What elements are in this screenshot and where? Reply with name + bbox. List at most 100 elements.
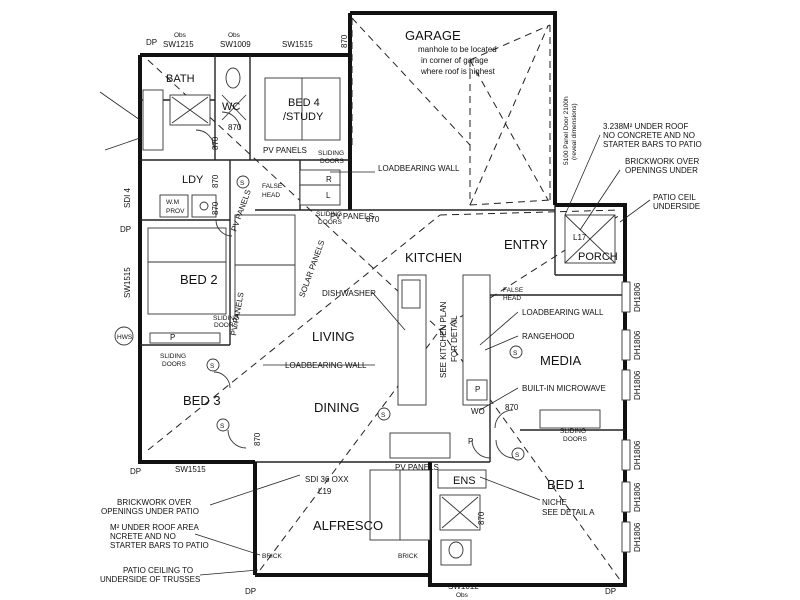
kitchen-plan-label: SEE KITCHEN PLAN <box>439 301 448 378</box>
false-head-2b: HEAD <box>503 295 521 302</box>
panel-door-sub: (reveal dimensions) <box>571 103 578 160</box>
garage-note-3: where roof is highest <box>420 67 496 76</box>
dimension-labels: 870 870 870 870 870 870 870 870 870 <box>211 34 519 525</box>
sliding-doors-4a: SLIDING <box>160 353 186 360</box>
dishwasher-label: DISHWASHER <box>322 289 376 298</box>
annotations: manhole to be located in corner of garag… <box>100 32 702 599</box>
dim-870-9: 870 <box>477 511 486 525</box>
r-label: R <box>326 175 332 184</box>
room-labels: GARAGE BATH WC BED 4 /STUDY LDY BED 2 BE… <box>166 28 618 533</box>
prov-label: PROV <box>166 208 185 215</box>
window-dh1806-3: DH1806 <box>633 370 642 400</box>
sliding-doors-2b: DOORS <box>318 219 343 226</box>
sliding-doors-4b: DOORS <box>162 361 187 368</box>
room-bed1: BED 1 <box>547 477 585 492</box>
window-sw1215: SW1215 <box>163 40 194 49</box>
under-roof-top-2: NO CONCRETE AND NO <box>603 131 695 140</box>
room-entry: ENTRY <box>504 237 548 252</box>
s-label-6: S <box>381 412 386 419</box>
s-label-4: S <box>513 350 518 357</box>
garage-note-2: in corner of garage <box>421 56 489 65</box>
dim-870-8: 870 <box>505 403 519 412</box>
room-wc: WC <box>222 101 240 113</box>
patio-ceil-bottom-2: UNDERSIDE OF TRUSSES <box>100 575 200 584</box>
p-label-3: P <box>170 333 175 342</box>
room-porch: PORCH <box>578 251 618 263</box>
fixtures <box>114 67 631 566</box>
internal-walls <box>140 24 555 346</box>
dim-870-2: 870 <box>228 123 242 132</box>
sliding-doors-3a: SLIDING <box>213 315 239 322</box>
obs-label-1: Obs <box>174 32 187 39</box>
dim-870-7: 870 <box>253 432 262 446</box>
garage-note-1: manhole to be located <box>418 45 497 54</box>
pv-panels-label-3: PV PANELS <box>395 463 439 472</box>
s-label-1: S <box>240 180 245 187</box>
window-dh1806-2: DH1806 <box>633 330 642 360</box>
sliding-doors-2a: SLIDING <box>316 211 342 218</box>
dim-870-1: 870 <box>340 34 349 48</box>
window-sw1515-bottom: SW1515 <box>175 465 206 474</box>
patio-ceil-top-1: PATIO CEIL <box>653 193 696 202</box>
obs-label-3: Obs <box>456 592 469 599</box>
window-sdi4: SDI 4 <box>123 187 132 208</box>
window-sw1012: SW1012 <box>448 582 479 591</box>
room-kitchen: KITCHEN <box>405 250 462 265</box>
brick-label-2: BRICK <box>398 553 419 560</box>
false-head-1a: FALSE <box>262 183 283 190</box>
l19-label: L19 <box>318 487 332 496</box>
room-ens: ENS <box>453 475 476 487</box>
room-ldy: LDY <box>182 174 204 186</box>
dim-870-5: 870 <box>211 201 220 215</box>
microwave-label: BUILT-IN MICROWAVE <box>522 384 606 393</box>
window-labels: SW1215 SW1009 SW1515 SW1515 SW1012 SW151… <box>123 40 642 591</box>
window-sw1009: SW1009 <box>220 40 251 49</box>
sliding-doors-5a: SLIDING <box>560 428 586 435</box>
room-bed2: BED 2 <box>180 272 218 287</box>
dp-label-5: DP <box>130 467 141 476</box>
room-living: LIVING <box>312 329 355 344</box>
panel-door-label: 5100 Panel Door 2100h <box>563 96 570 165</box>
false-head-2a: FALSE <box>503 287 524 294</box>
l-label: L <box>326 191 331 200</box>
sliding-doors-3b: DOORS <box>214 322 239 329</box>
brick-label-1: BRICK <box>262 553 283 560</box>
room-bed4: BED 4 <box>288 97 320 109</box>
sdi-label: SDI 36 OXX <box>305 475 349 484</box>
room-media: MEDIA <box>540 353 582 368</box>
brickwork-top-2: OPENINGS UNDER <box>625 166 698 175</box>
s-label-2: S <box>210 363 215 370</box>
brickwork-bottom-1: BRICKWORK OVER <box>117 498 191 507</box>
room-study: /STUDY <box>283 111 324 123</box>
rangehood-label: RANGEHOOD <box>522 332 575 341</box>
s-label-5: S <box>515 452 520 459</box>
kitchen-detail-label: FOR DETAIL <box>450 315 459 362</box>
room-alfresco: ALFRESCO <box>313 518 383 533</box>
p-label-1: P <box>475 385 480 394</box>
dp-label-4: DP <box>605 587 616 596</box>
dp-label-2: DP <box>120 225 131 234</box>
sliding-doors-1b: DOORS <box>320 158 345 165</box>
dp-label-3: DP <box>245 587 256 596</box>
patio-ceil-top-2: UNDERSIDE <box>653 202 700 211</box>
window-dh1806-6: DH1806 <box>633 522 642 552</box>
dim-870-6: 870 <box>366 215 380 224</box>
pv-panels-label: PV PANELS <box>263 146 307 155</box>
s-label-3: S <box>220 423 225 430</box>
brickwork-top-1: BRICKWORK OVER <box>625 157 699 166</box>
under-roof-top-3: STARTER BARS TO PATIO <box>603 140 702 149</box>
false-head-1b: HEAD <box>262 192 280 199</box>
under-roof-bottom-1: M² UNDER ROOF AREA <box>110 523 200 532</box>
obs-label-2: Obs <box>228 32 241 39</box>
sliding-doors-1a: SLIDING <box>318 150 344 157</box>
p-label-2: P <box>468 437 473 446</box>
brickwork-bottom-2: OPENINGS UNDER PATIO <box>101 507 199 516</box>
l17-label: L17 <box>573 233 587 242</box>
room-dining: DINING <box>314 400 360 415</box>
leaders <box>99 91 651 576</box>
hws-label: HWS <box>117 334 133 341</box>
wm-label: W.M <box>166 199 179 206</box>
sliding-doors-5b: DOORS <box>563 436 588 443</box>
loadbearing-wall-1: LOADBEARING WALL <box>378 164 460 173</box>
